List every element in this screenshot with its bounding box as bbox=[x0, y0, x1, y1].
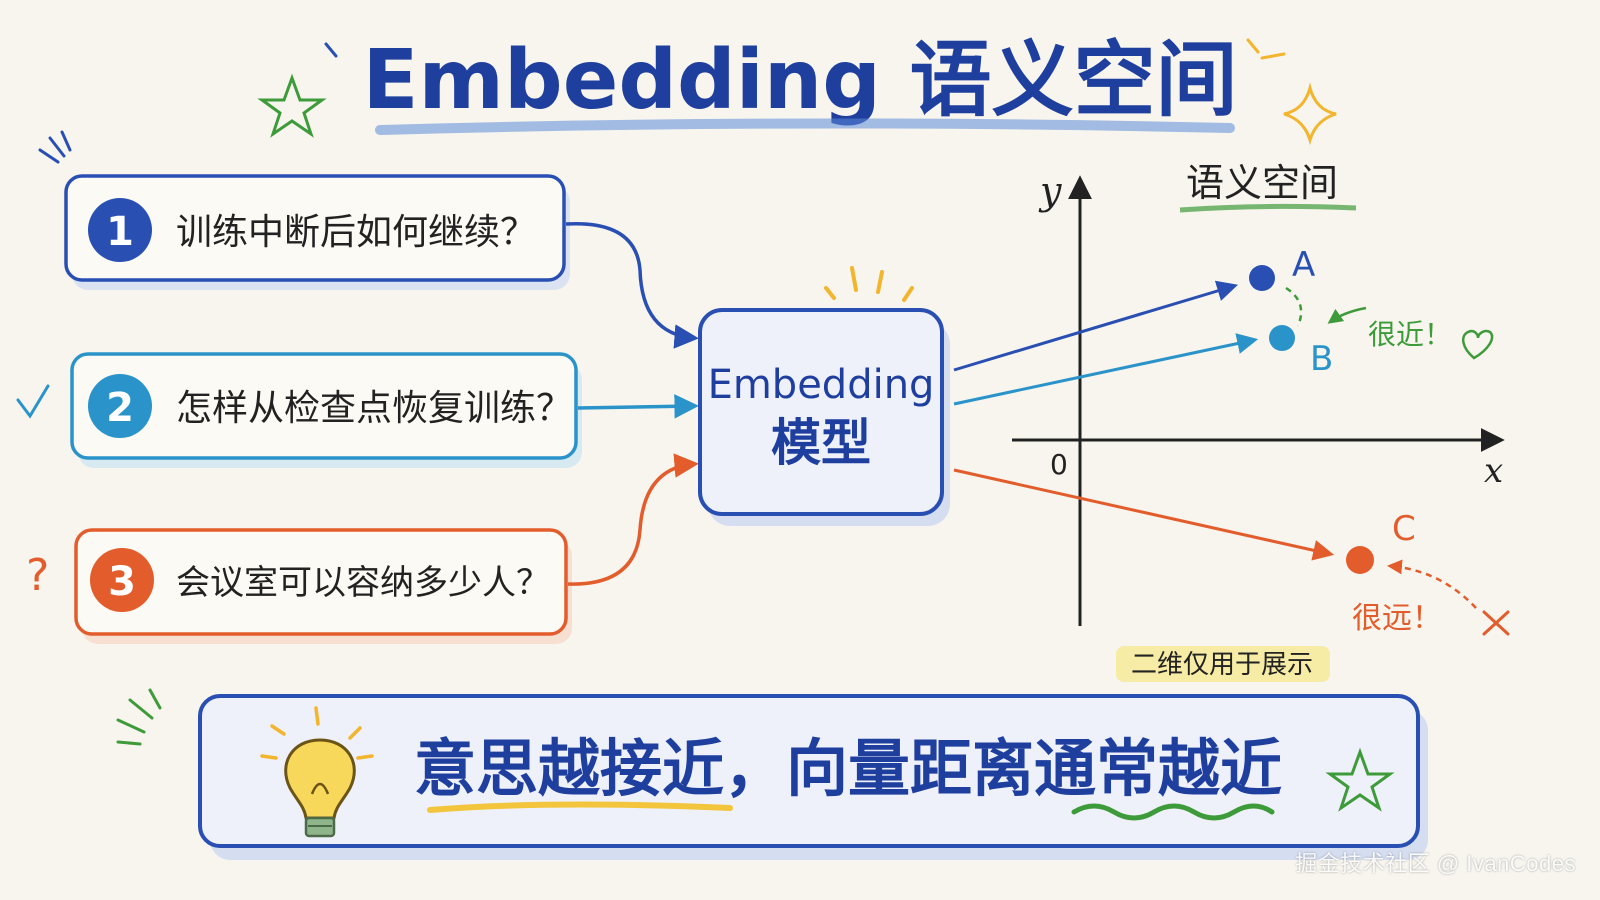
question-number-badge-3 bbox=[90, 548, 154, 612]
arrow-question-3-to-model bbox=[567, 453, 699, 586]
y-axis-label: y bbox=[1038, 169, 1062, 213]
point-b bbox=[1269, 325, 1295, 351]
banner-underline-yellow bbox=[427, 801, 733, 813]
bottom-banner: 意思越接近，向量距离通常越近 bbox=[198, 694, 1428, 860]
point-c-label: C bbox=[1392, 509, 1416, 549]
question-text-3: 会议室可以容纳多少人？ bbox=[176, 563, 550, 603]
spark-icon-bottom-left bbox=[116, 688, 162, 746]
heart-icon bbox=[1461, 329, 1494, 360]
spark-icon-model bbox=[824, 266, 914, 302]
near-note: 很近！ bbox=[1368, 318, 1452, 351]
arrow-question-1-to-model bbox=[565, 221, 699, 349]
bottom-banner-text: 意思越接近，向量距离通常越近 bbox=[414, 732, 1282, 805]
caption-highlight bbox=[1116, 646, 1330, 682]
question-card-3: 3 会议室可以容纳多少人？ bbox=[74, 528, 572, 644]
semantic-space-title: 语义空间 bbox=[1186, 161, 1338, 205]
cross-icon bbox=[1482, 610, 1510, 636]
point-b-label: B bbox=[1310, 339, 1333, 379]
question-number-3: 3 bbox=[108, 559, 136, 605]
point-c bbox=[1346, 546, 1374, 574]
far-note: 很远！ bbox=[1352, 601, 1442, 636]
question-number-1: 1 bbox=[106, 209, 134, 255]
spark-icon-left bbox=[38, 130, 72, 164]
sparkle-icon-yellow bbox=[1246, 38, 1337, 146]
point-a bbox=[1249, 265, 1275, 291]
question-mark-icon: ? bbox=[26, 550, 49, 601]
question-text-2: 怎样从检查点恢复训练？ bbox=[176, 388, 572, 429]
banner-underline-wave bbox=[1071, 803, 1275, 821]
model-label-line-1: Embedding bbox=[708, 362, 935, 408]
question-card-1: 1 训练中断后如何继续？ bbox=[64, 174, 570, 290]
model-label-line-2: 模型 bbox=[771, 414, 871, 472]
star-icon-green-bottom bbox=[1325, 747, 1395, 812]
star-icon-green-top bbox=[257, 73, 327, 138]
caption-text: 二维仅用于展示 bbox=[1131, 650, 1313, 680]
question-number-badge-1 bbox=[88, 198, 152, 262]
lightbulb-icon bbox=[260, 706, 374, 838]
point-a-label: A bbox=[1292, 245, 1315, 285]
origin-label: 0 bbox=[1050, 448, 1068, 481]
title-underline bbox=[375, 118, 1235, 135]
spark-icon-top-left bbox=[324, 42, 338, 58]
watermark: 掘金技术社区 @ IvanCodes bbox=[1295, 851, 1576, 876]
near-dashed-curve bbox=[1285, 286, 1303, 327]
main-title: Embedding 语义空间 bbox=[363, 33, 1238, 128]
semantic-space-underline bbox=[1179, 203, 1357, 213]
arrow-model-to-point-a bbox=[953, 280, 1239, 372]
question-number-2: 2 bbox=[106, 385, 134, 431]
near-pointer-arrow bbox=[1327, 306, 1367, 324]
arrow-model-to-point-b bbox=[953, 333, 1259, 406]
embedding-model-box: Embedding 模型 bbox=[698, 308, 950, 526]
question-card-2: 2 怎样从检查点恢复训练？ bbox=[70, 352, 582, 468]
arrow-question-2-to-model bbox=[577, 394, 699, 419]
question-text-1: 训练中断后如何继续？ bbox=[176, 212, 536, 253]
arrow-model-to-point-c bbox=[953, 468, 1335, 561]
far-dashed-curve bbox=[1387, 559, 1477, 609]
x-axis-label: x bbox=[1484, 451, 1503, 491]
question-number-badge-2 bbox=[88, 374, 152, 438]
checkmark-icon bbox=[16, 384, 50, 419]
